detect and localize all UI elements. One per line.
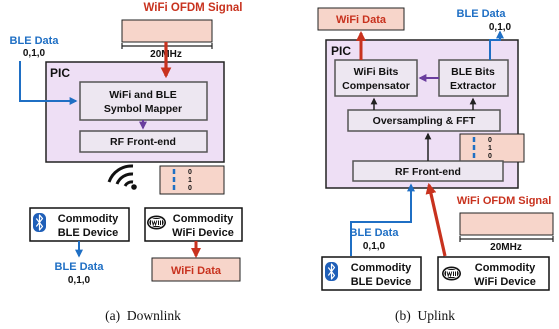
downlink-wifi-device-line2: WiFi Device bbox=[172, 227, 234, 239]
uplink-signal-spectrum bbox=[459, 212, 554, 236]
downlink-wifi-data-box bbox=[151, 257, 241, 282]
uplink-spectrum-bit-2: 0 bbox=[488, 153, 492, 160]
downlink-spectrum-bit-2: 0 bbox=[188, 185, 192, 192]
downlink-ble-device-box bbox=[29, 207, 130, 242]
downlink-symbol-mapper-block bbox=[79, 81, 208, 121]
downlink-ble-device-line2: BLE Device bbox=[58, 227, 119, 239]
uplink-ble-in-arrow bbox=[350, 183, 415, 256]
uplink-panel: WiFi Data BLE Data 0,1,0 PIC WiFi Bits C… bbox=[317, 7, 554, 323]
downlink-signal-label: WiFi OFDM Signal bbox=[144, 2, 243, 14]
downlink-caption: (a) Downlink bbox=[105, 308, 181, 323]
downlink-pic-title: PIC bbox=[50, 66, 70, 80]
downlink-wifi-data-label: WiFi Data bbox=[171, 265, 222, 277]
downlink-rf-frontend-label: RF Front-end bbox=[110, 136, 176, 148]
uplink-extractor-line2: Extractor bbox=[450, 80, 496, 92]
wifi-logo-icon bbox=[147, 215, 166, 230]
uplink-combined-spectrum bbox=[459, 133, 525, 163]
uplink-extractor-line1: BLE Bits bbox=[451, 66, 495, 78]
uplink-ble-in-bits: 0,1,0 bbox=[363, 241, 386, 252]
uplink-ble-out-arrow bbox=[489, 30, 504, 60]
bluetooth-icon bbox=[33, 213, 46, 232]
uplink-wifi-device-line2: WiFi Device bbox=[474, 276, 536, 288]
downlink-ble-in-label: BLE Data bbox=[10, 35, 60, 47]
uplink-spectrum-bit-1: 1 bbox=[488, 145, 492, 152]
uplink-wifi-data-box bbox=[317, 7, 405, 31]
downlink-ble-in-arrow bbox=[19, 61, 78, 105]
uplink-oversampling-block bbox=[347, 109, 501, 132]
uplink-signal-label: WiFi OFDM Signal bbox=[457, 195, 552, 207]
uplink-pic-title: PIC bbox=[331, 44, 351, 58]
uplink-ble-device-box bbox=[321, 256, 422, 291]
downlink-mapper-line1: WiFi and BLE bbox=[109, 89, 177, 101]
uplink-ble-device-line2: BLE Device bbox=[351, 276, 412, 288]
uplink-compensator-line1: WiFi Bits bbox=[354, 66, 399, 78]
downlink-ble-in-bits: 0,1,0 bbox=[23, 48, 46, 59]
uplink-wifi-device-line1: Commodity bbox=[475, 262, 536, 274]
downlink-panel: WiFi OFDM Signal 20MHz BLE Data 0,1,0 PI… bbox=[10, 2, 243, 323]
uplink-bluetooth-icon bbox=[325, 262, 338, 281]
downlink-mapper-line2: Symbol Mapper bbox=[104, 103, 182, 115]
uplink-ble-device-line1: Commodity bbox=[351, 262, 412, 274]
uplink-wifi-data-label: WiFi Data bbox=[336, 14, 387, 26]
downlink-combined-spectrum bbox=[159, 165, 225, 195]
uplink-ble-out-label: BLE Data bbox=[457, 8, 507, 20]
downlink-wifi-device-line1: Commodity bbox=[173, 213, 234, 225]
downlink-spectrum-bit-1: 1 bbox=[188, 177, 192, 184]
uplink-spectrum-bit-0: 0 bbox=[488, 137, 492, 144]
uplink-compensator-block bbox=[334, 59, 418, 97]
downlink-signal-spectrum bbox=[121, 19, 213, 43]
uplink-oversampling-label: Oversampling & FFT bbox=[373, 115, 476, 127]
uplink-ble-in-label: BLE Data bbox=[350, 227, 400, 239]
downlink-rf-frontend-block bbox=[79, 130, 208, 153]
downlink-ble-out-bits: 0,1,0 bbox=[68, 275, 91, 286]
uplink-wifi-logo-icon bbox=[442, 266, 461, 281]
downlink-ble-out-label: BLE Data bbox=[55, 261, 105, 273]
uplink-rf-frontend-label: RF Front-end bbox=[395, 166, 461, 178]
uplink-signal-arrow bbox=[425, 182, 447, 257]
uplink-compensator-line2: Compensator bbox=[342, 80, 410, 92]
uplink-extractor-block bbox=[438, 59, 509, 97]
uplink-ble-out-bits: 0,1,0 bbox=[489, 22, 512, 33]
uplink-caption: (b) Uplink bbox=[395, 308, 455, 323]
downlink-antenna-waves-icon bbox=[107, 164, 137, 190]
downlink-ble-device-line1: Commodity bbox=[58, 213, 119, 225]
downlink-spectrum-bit-0: 0 bbox=[188, 169, 192, 176]
uplink-bandwidth-label: 20MHz bbox=[490, 242, 522, 253]
